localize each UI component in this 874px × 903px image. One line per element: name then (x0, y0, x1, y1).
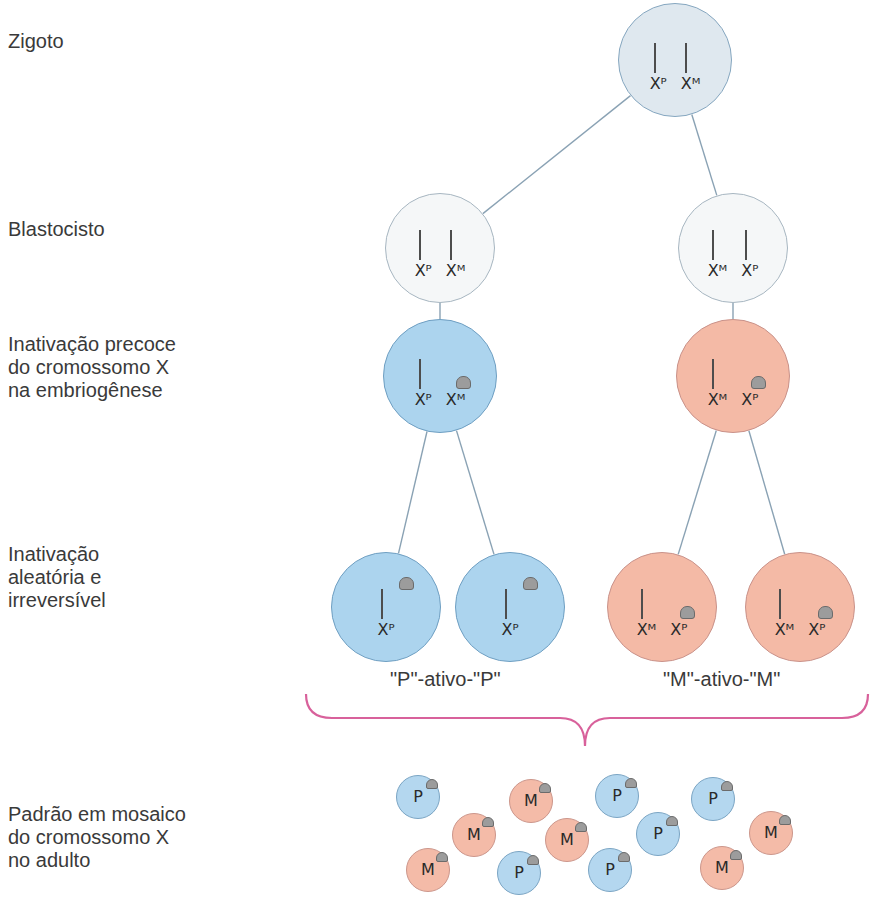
blastocyst-cell: Xᴾ Xᴹ (385, 193, 495, 303)
blastocyst-cell: Xᴹ Xᴾ (678, 193, 788, 303)
inactive-x-blob (625, 778, 637, 788)
chromosome-label: Xᴾ (650, 76, 667, 92)
stage-label: Inativação aleatória e irreversível (8, 543, 134, 612)
cell-letter: M (421, 862, 435, 878)
maternal-active-cell: Xᴹ Xᴾ (676, 319, 790, 433)
cell-letter: M (524, 793, 538, 809)
zygote-cell: Xᴾ Xᴹ (618, 3, 732, 117)
paternal-active-cell: Xᴾ (331, 552, 441, 662)
inactive-x-blob (721, 781, 733, 791)
chromosome-label: Xᴾ (808, 622, 825, 638)
group-label: "P"-ativo-"P" (390, 668, 501, 691)
connector-line (399, 432, 428, 554)
connector-line (732, 303, 733, 319)
chromosome-label: Xᴹ (708, 392, 728, 408)
chromosome-label: Xᴾ (501, 622, 518, 638)
cell-letter: M (467, 827, 481, 843)
cell-letter: P (653, 826, 663, 842)
chromosome-label: Xᴾ (377, 622, 394, 638)
mosaic-cell: P (636, 812, 680, 856)
inactive-x-blob (618, 852, 630, 862)
cell-letter: P (708, 791, 718, 807)
stage-label: Zigoto (8, 30, 64, 53)
chromosome-label: Xᴾ (415, 263, 432, 279)
cell-letter: M (715, 860, 729, 876)
stage-label: Inativação precoce do cromossomo X na em… (8, 333, 192, 402)
mosaic-cell: M (700, 846, 744, 890)
cell-letter: M (560, 832, 574, 848)
chromosome-label: Xᴾ (741, 263, 758, 279)
inactive-x-blob (666, 816, 678, 826)
inactive-x-blob (575, 822, 587, 832)
mosaic-cell: M (545, 818, 589, 862)
cell-letter: P (514, 865, 524, 881)
maternal-active-cell: Xᴹ Xᴾ (745, 552, 855, 662)
chromosome-label: Xᴹ (637, 622, 657, 638)
chromosome-label: Xᴾ (741, 392, 758, 408)
chromosome-label: Xᴹ (681, 76, 701, 92)
inactive-x-blob (436, 852, 448, 862)
chromosome-label: Xᴾ (670, 622, 687, 638)
chromosome-label: Xᴹ (446, 263, 466, 279)
stage-label: Padrão em mosaico do cromossomo X no adu… (8, 803, 194, 872)
mosaic-cell: P (595, 774, 639, 818)
paternal-active-cell: Xᴾ (455, 552, 565, 662)
connector-line (483, 96, 631, 214)
stage-label: Blastocisto (8, 218, 105, 241)
mosaic-cell: P (588, 848, 632, 892)
inactive-x-blob (730, 850, 742, 860)
connector-line (692, 115, 717, 196)
inactive-x-blob (523, 577, 538, 590)
chromosome-label: Xᴹ (708, 263, 728, 279)
mosaic-cell: P (691, 777, 735, 821)
connector-line (439, 303, 440, 319)
chromosome-label: Xᴹ (775, 622, 795, 638)
inactive-x-blob (399, 577, 414, 590)
mosaic-cell: M (406, 848, 450, 892)
cell-letter: M (764, 825, 778, 841)
chromosome-label: Xᴹ (446, 392, 466, 408)
inactive-x-blob (779, 815, 791, 825)
inactive-x-blob (539, 783, 551, 793)
curly-bracket (306, 694, 868, 746)
connector-line (457, 431, 495, 555)
chromosome-label: Xᴾ (415, 392, 432, 408)
connector-line (749, 431, 785, 555)
mosaic-cell: M (509, 779, 553, 823)
maternal-active-cell: Xᴹ Xᴾ (607, 552, 717, 662)
mosaic-cell: M (749, 811, 793, 855)
inactive-x-blob (527, 855, 539, 865)
cell-letter: P (612, 788, 622, 804)
mosaic-cell: M (452, 813, 496, 857)
mosaic-cell: P (396, 775, 440, 819)
cell-letter: P (413, 789, 423, 805)
connector-line (678, 431, 716, 555)
inactive-x-blob (482, 817, 494, 827)
inactive-x-blob (426, 779, 438, 789)
paternal-active-cell: Xᴾ Xᴹ (383, 319, 497, 433)
mosaic-cell: P (497, 851, 541, 895)
group-label: "M"-ativo-"M" (663, 668, 780, 691)
cell-letter: P (605, 862, 615, 878)
